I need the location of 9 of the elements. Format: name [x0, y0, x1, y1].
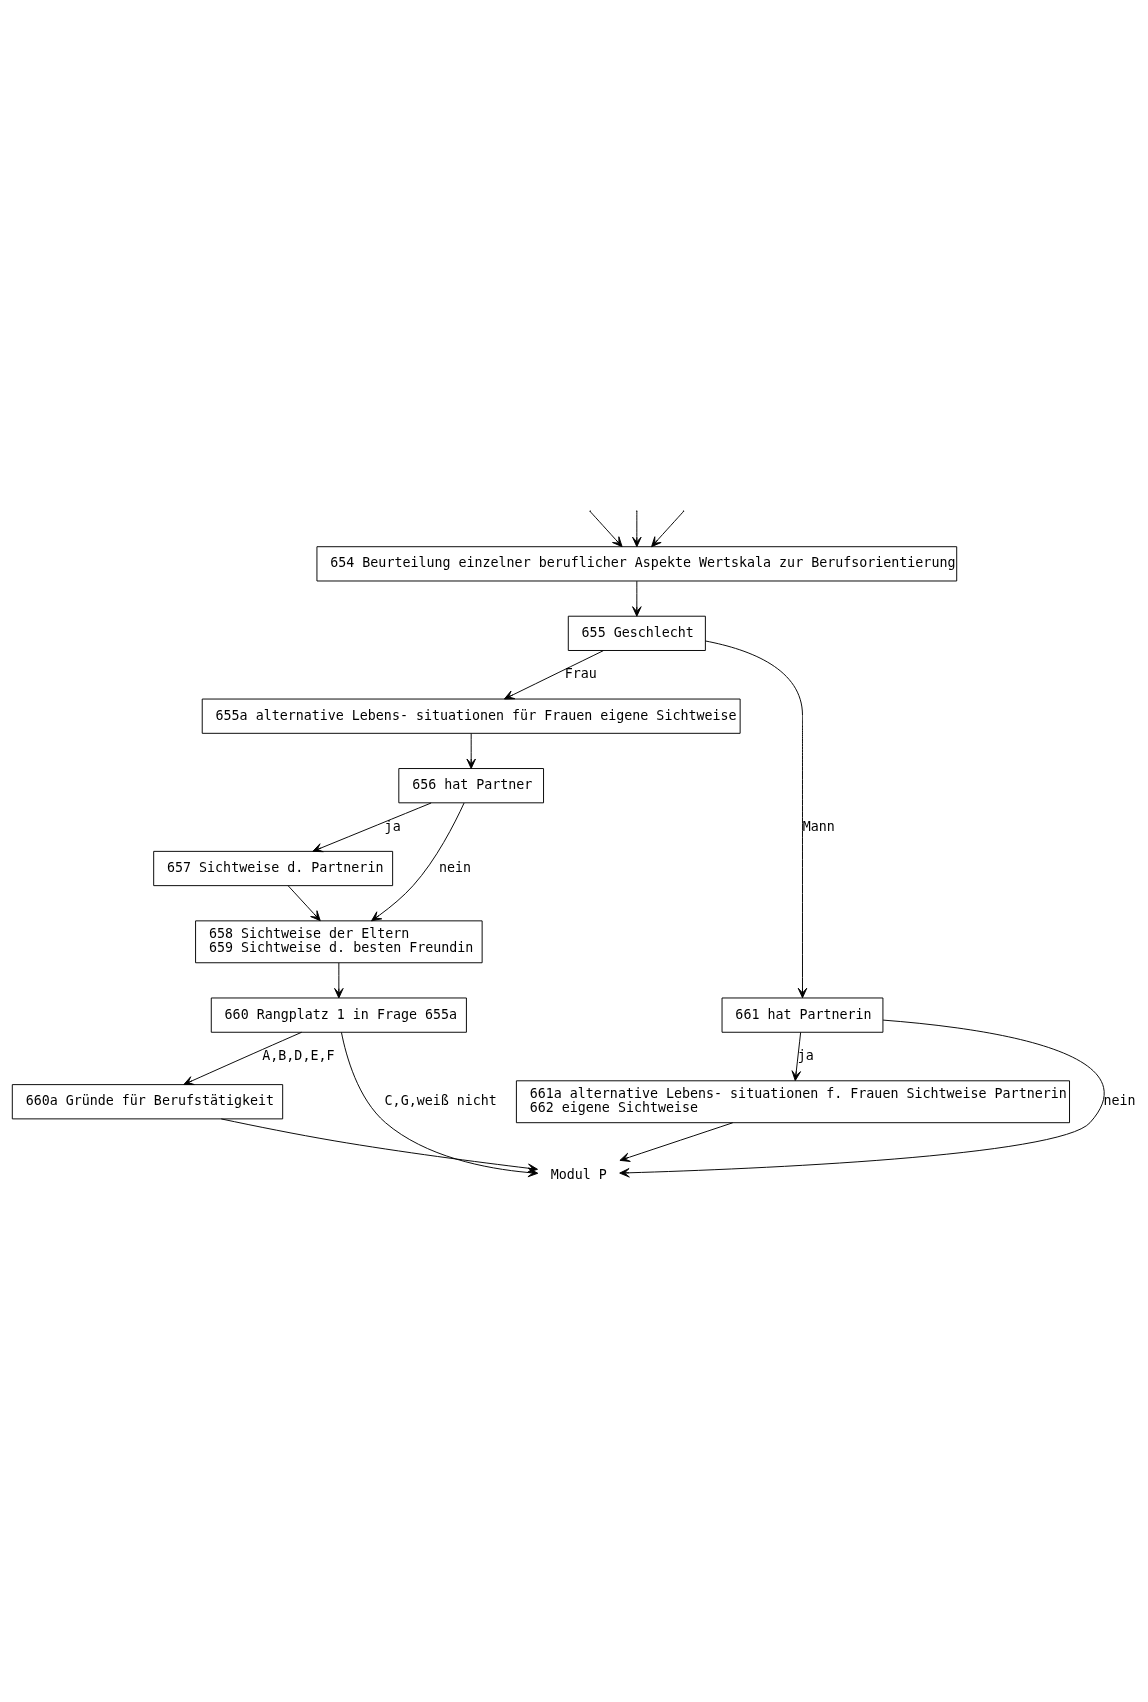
edge-label: ja [384, 818, 401, 834]
edge-label: A,B,D,E,F [262, 1047, 335, 1063]
edge-label: C,G,weiß nicht [384, 1092, 497, 1108]
edge-label: nein [1103, 1092, 1136, 1108]
edge-label: Mann [802, 818, 835, 834]
node-text: Modul P [550, 1166, 607, 1182]
edge-label: ja [797, 1047, 814, 1063]
edge-label: Frau [564, 665, 597, 681]
edge-label: nein [438, 859, 472, 875]
